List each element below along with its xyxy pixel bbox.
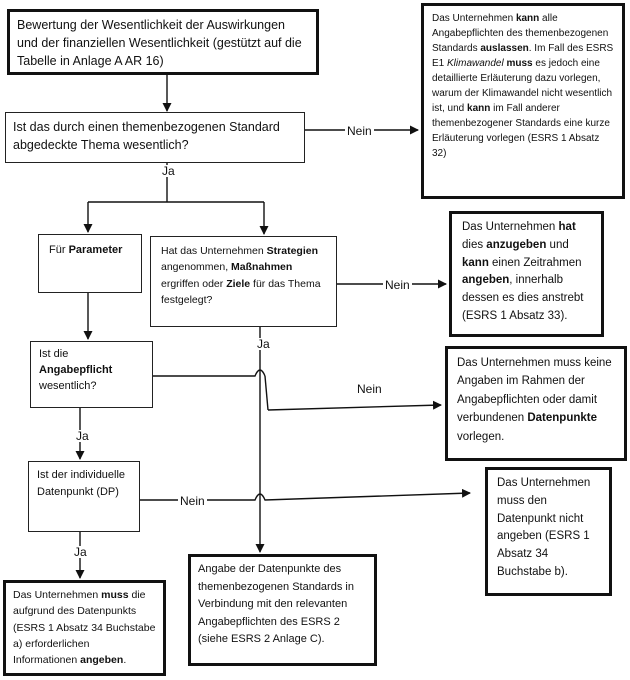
box-question-angabepflicht: Ist die Angabepflicht wesentlich? xyxy=(30,341,153,408)
box-start: Bewertung der Wesentlichkeit der Auswirk… xyxy=(7,9,319,75)
box-question-datenpunkt: Ist der individuelle Datenpunkt (DP) xyxy=(28,461,140,532)
label-ja-datenpunkt: Ja xyxy=(72,545,89,559)
label-nein-angabepflicht: Nein xyxy=(355,382,384,396)
label-ja-thema: Ja xyxy=(160,164,177,178)
box-no-datapoints: Das Unternehmen muss keine Angaben im Ra… xyxy=(445,346,627,461)
label-nein-strategies: Nein xyxy=(383,278,412,292)
box-esrs2: Angabe der Datenpunkte des themenbezogen… xyxy=(188,554,377,666)
box-omit-standard: Das Unternehmen kann alle Angabepflichte… xyxy=(421,3,625,199)
box-parameter: Für Parameter xyxy=(38,234,142,293)
box-no-datapoint: Das Unternehmen muss den Datenpunkt nich… xyxy=(485,467,612,596)
label-ja-strategies: Ja xyxy=(255,337,272,351)
box-must-disclose: Das Unternehmen muss die aufgrund des Da… xyxy=(3,580,166,676)
arrow-datenpunkt-nein xyxy=(140,488,471,501)
box-question-strategies: Hat das Unternehmen Strategien angenomme… xyxy=(150,236,337,327)
label-ja-angabepflicht: Ja xyxy=(74,429,91,443)
label-nein-thema: Nein xyxy=(345,124,374,138)
box-timeframe: Das Unternehmen hat dies anzugeben und k… xyxy=(449,211,604,337)
label-nein-datenpunkt: Nein xyxy=(178,494,207,508)
box-question-thema: Ist das durch einen themenbezogenen Stan… xyxy=(5,112,305,163)
arrow-angabepflicht-nein xyxy=(153,369,266,377)
